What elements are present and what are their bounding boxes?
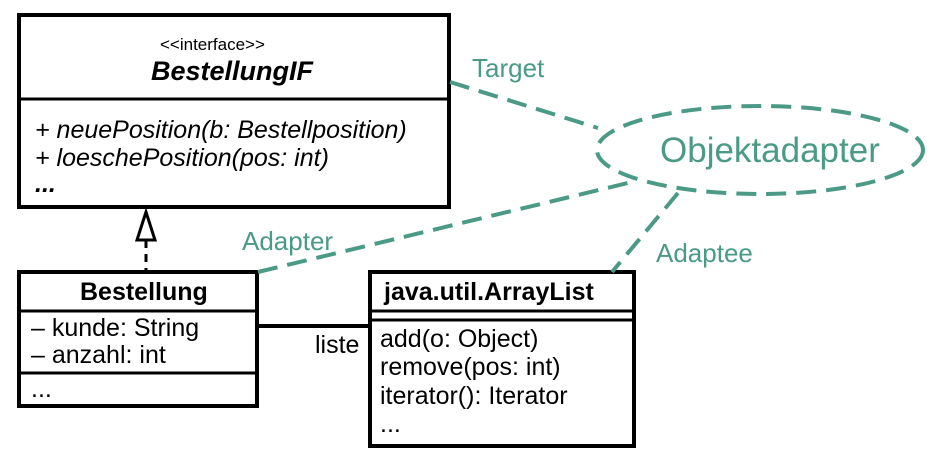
association-role-label: liste — [315, 331, 360, 359]
interface-operation: + loeschePosition(pos: int) — [35, 144, 329, 172]
interface-operation: + neuePosition(b: Bestellposition) — [35, 116, 407, 144]
adaptee-role-line — [610, 191, 680, 274]
adapter-role-label: Adapter — [242, 226, 334, 256]
bestellung-class-name: Bestellung — [80, 278, 208, 306]
arraylist-operation: ... — [380, 410, 401, 438]
realization-arrowhead — [134, 207, 158, 242]
interface-operation: ... — [35, 170, 56, 198]
adaptee-role-label: Adaptee — [656, 238, 753, 268]
target-role-label: Target — [472, 53, 545, 83]
target-role-line — [449, 80, 599, 130]
bestellung-attribute: – anzahl: int — [31, 341, 166, 369]
interface-stereotype: <<interface>> — [160, 35, 265, 54]
bestellung-attribute: – kunde: String — [31, 314, 200, 342]
adapter-role-line — [257, 180, 633, 274]
interface-class-name: BestellungIF — [151, 56, 314, 86]
arraylist-operation: remove(pos: int) — [380, 353, 561, 381]
pattern-collaboration-ellipse — [595, 104, 925, 196]
bestellung-operation: ... — [31, 375, 52, 403]
bestellung-class-box — [17, 270, 259, 408]
arraylist-class-box — [368, 270, 636, 448]
pattern-name: Objektadapter — [660, 131, 880, 170]
arraylist-operation: iterator(): Iterator — [380, 382, 568, 410]
arraylist-class-name: java.util.ArrayList — [384, 278, 594, 306]
arraylist-operation: add(o: Object) — [380, 325, 539, 353]
interface-class-box — [17, 13, 451, 209]
